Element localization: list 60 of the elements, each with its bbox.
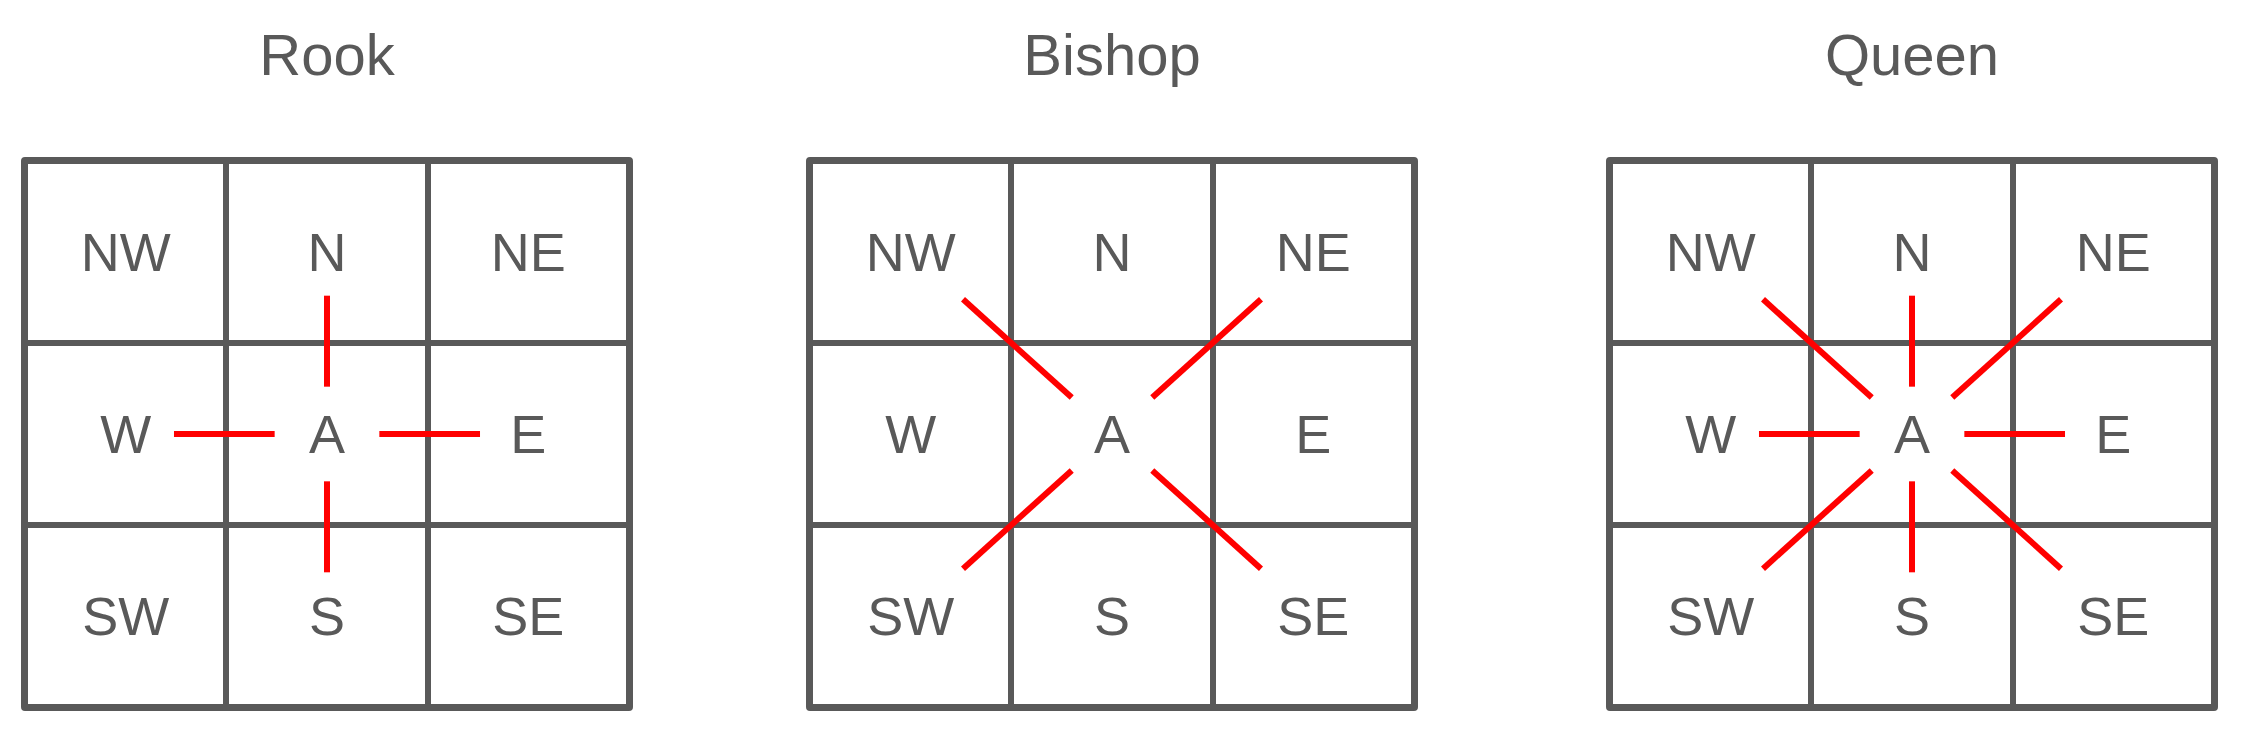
cell-label: SE xyxy=(2077,589,2150,643)
cell-label: S xyxy=(308,589,345,643)
grid-cell xyxy=(226,161,428,343)
grid-cell xyxy=(427,343,629,525)
grid-cell xyxy=(427,525,629,707)
grid-cell xyxy=(1212,343,1414,525)
cell-label: NE xyxy=(1275,225,1351,279)
grid-cell xyxy=(810,161,1012,343)
cell-label: S xyxy=(1893,589,1930,643)
cell-label: S xyxy=(1093,589,1130,643)
cell-label: N xyxy=(1092,225,1132,279)
grid-cell xyxy=(1610,343,1812,525)
grid-cell xyxy=(427,161,629,343)
grid-cell xyxy=(1011,161,1213,343)
cell-label: NE xyxy=(2075,225,2151,279)
board-title: Rook xyxy=(258,26,396,84)
cell-label: N xyxy=(307,225,347,279)
cell-label: A xyxy=(308,407,345,461)
cell-label: W xyxy=(1685,407,1737,461)
cell-label: N xyxy=(1892,225,1932,279)
cell-label: SW xyxy=(82,589,170,643)
connector-line xyxy=(1909,481,1915,573)
cell-label: E xyxy=(1295,407,1332,461)
grid-cell xyxy=(1212,525,1414,707)
grid-cell xyxy=(25,161,227,343)
grid-cell xyxy=(1212,161,1414,343)
cell-label: W xyxy=(885,407,937,461)
connector-line xyxy=(324,481,330,573)
grid-cell xyxy=(2012,343,2214,525)
cell-label: W xyxy=(100,407,152,461)
grid-cell xyxy=(1811,161,2013,343)
cell-label: SW xyxy=(1667,589,1755,643)
grid-cell xyxy=(1811,525,2013,707)
grid-cell xyxy=(2012,161,2214,343)
cell-label: SE xyxy=(1277,589,1350,643)
grid-cell xyxy=(25,343,227,525)
cell-label: NW xyxy=(1665,225,1756,279)
grid-cell xyxy=(1011,343,1213,525)
grid-cell xyxy=(2012,525,2214,707)
board-title: Queen xyxy=(1823,26,2001,84)
grid-cell xyxy=(810,343,1012,525)
cell-label: A xyxy=(1093,407,1130,461)
cell-label: E xyxy=(510,407,547,461)
grid-cell xyxy=(1811,343,2013,525)
cell-label: NW xyxy=(865,225,956,279)
grid-cell xyxy=(1610,161,1812,343)
cell-label: SW xyxy=(867,589,955,643)
cell-label: A xyxy=(1893,407,1930,461)
connector-line xyxy=(1909,295,1915,387)
cell-label: SE xyxy=(492,589,565,643)
grid-cell xyxy=(1610,525,1812,707)
grid-cell xyxy=(1011,525,1213,707)
cell-label: E xyxy=(2095,407,2132,461)
grid-cell xyxy=(25,525,227,707)
grid-cell xyxy=(810,525,1012,707)
grid-cell xyxy=(226,343,428,525)
cell-label: NE xyxy=(490,225,566,279)
connector-line xyxy=(324,295,330,387)
grid-cell xyxy=(226,525,428,707)
cell-label: NW xyxy=(80,225,171,279)
